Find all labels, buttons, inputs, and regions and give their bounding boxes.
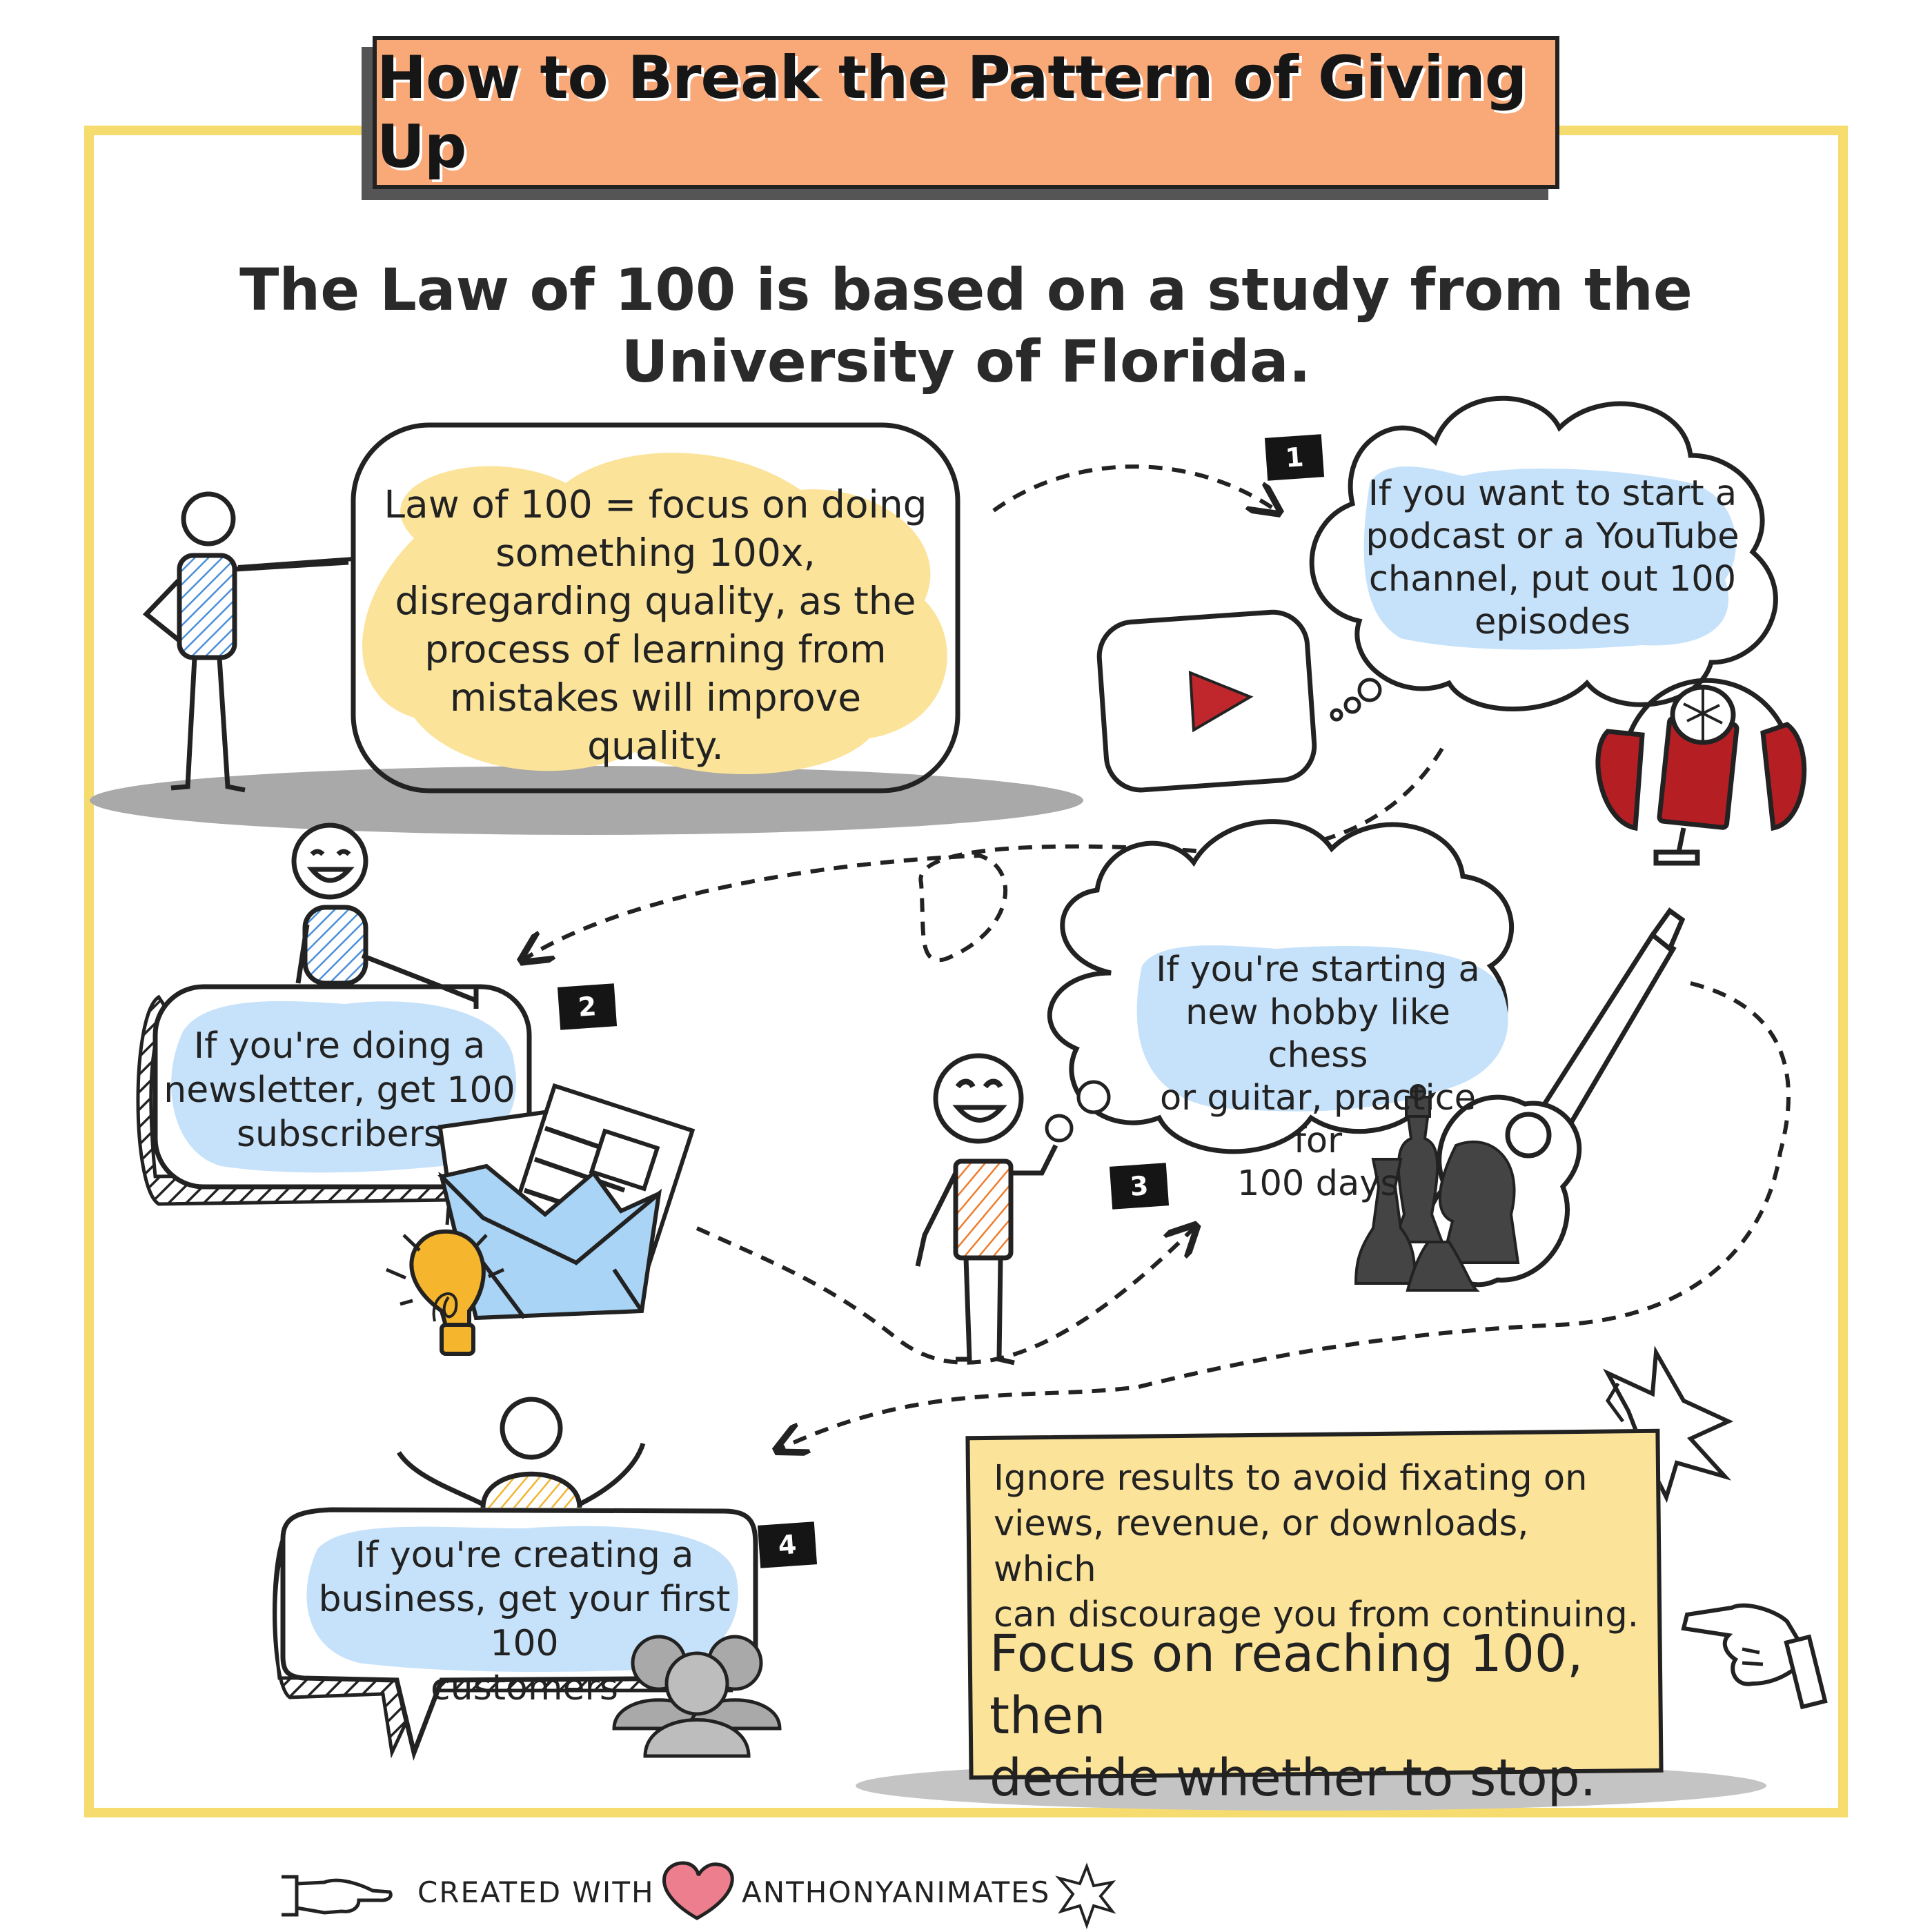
step-2-badge: 2 xyxy=(557,983,618,1030)
heart-icon xyxy=(662,1861,734,1920)
lightbulb-icon xyxy=(386,1207,505,1356)
arrow-to-step3 xyxy=(696,1228,1194,1365)
step-4-badge: 4 xyxy=(757,1521,818,1568)
arrow-to-step1 xyxy=(992,464,1276,511)
starburst-icon xyxy=(1603,1346,1734,1504)
podcast-microphone-icon xyxy=(1595,678,1807,866)
step2-highlight xyxy=(171,1000,517,1173)
step-1-badge: 1 xyxy=(1264,434,1325,481)
ground-shadow xyxy=(90,766,1083,835)
step3-highlight xyxy=(1136,945,1508,1112)
pointing-hand-icon xyxy=(1681,1603,1828,1710)
cheering-figure xyxy=(397,1397,646,1508)
tip-focus-on-100: Focus on reaching 100, then decide wheth… xyxy=(989,1624,1597,1808)
intro-highlight xyxy=(362,453,947,775)
step-4-text: If you're creating a business, get your … xyxy=(318,1535,731,1708)
step-2-text: If you're doing a newsletter, get 100 su… xyxy=(164,1025,515,1155)
chess-pieces-icon xyxy=(1354,1084,1520,1292)
page-title: How to Break the Pattern of Giving Up xyxy=(377,43,1527,181)
tip-ignore-results: Ignore results to avoid fixating on view… xyxy=(994,1458,1639,1635)
footer-star-icon xyxy=(1055,1862,1116,1929)
customers-group-icon xyxy=(612,1635,782,1758)
title-banner: How to Break the Pattern of Giving Up xyxy=(373,36,1559,189)
footer-created-with: CREATED WITH xyxy=(417,1875,655,1909)
youtube-play-icon xyxy=(1096,609,1317,793)
arrow-to-step4 xyxy=(780,981,1791,1449)
newsletter-envelope-icon xyxy=(437,1083,696,1321)
subtitle: The Law of 100 is based on a study from … xyxy=(239,256,1693,395)
step-1-text: If you want to start a podcast or a YouT… xyxy=(1366,473,1739,642)
step1-highlight xyxy=(1363,466,1736,650)
step4-highlight xyxy=(306,1526,738,1672)
intro-text: Law of 100 = focus on doing something 10… xyxy=(384,482,927,768)
step4-bubble-shadow xyxy=(273,1524,738,1759)
happy-figure xyxy=(915,1053,1058,1366)
presenter-figure xyxy=(142,491,349,793)
step-3-text: If you're starting a new hobby like ches… xyxy=(1156,949,1480,1204)
footer-author: ANTHONYANIMATES xyxy=(742,1875,1051,1909)
intro-bubble xyxy=(351,422,960,793)
sitting-figure xyxy=(291,822,479,1009)
footer-hand-icon xyxy=(282,1875,393,1917)
